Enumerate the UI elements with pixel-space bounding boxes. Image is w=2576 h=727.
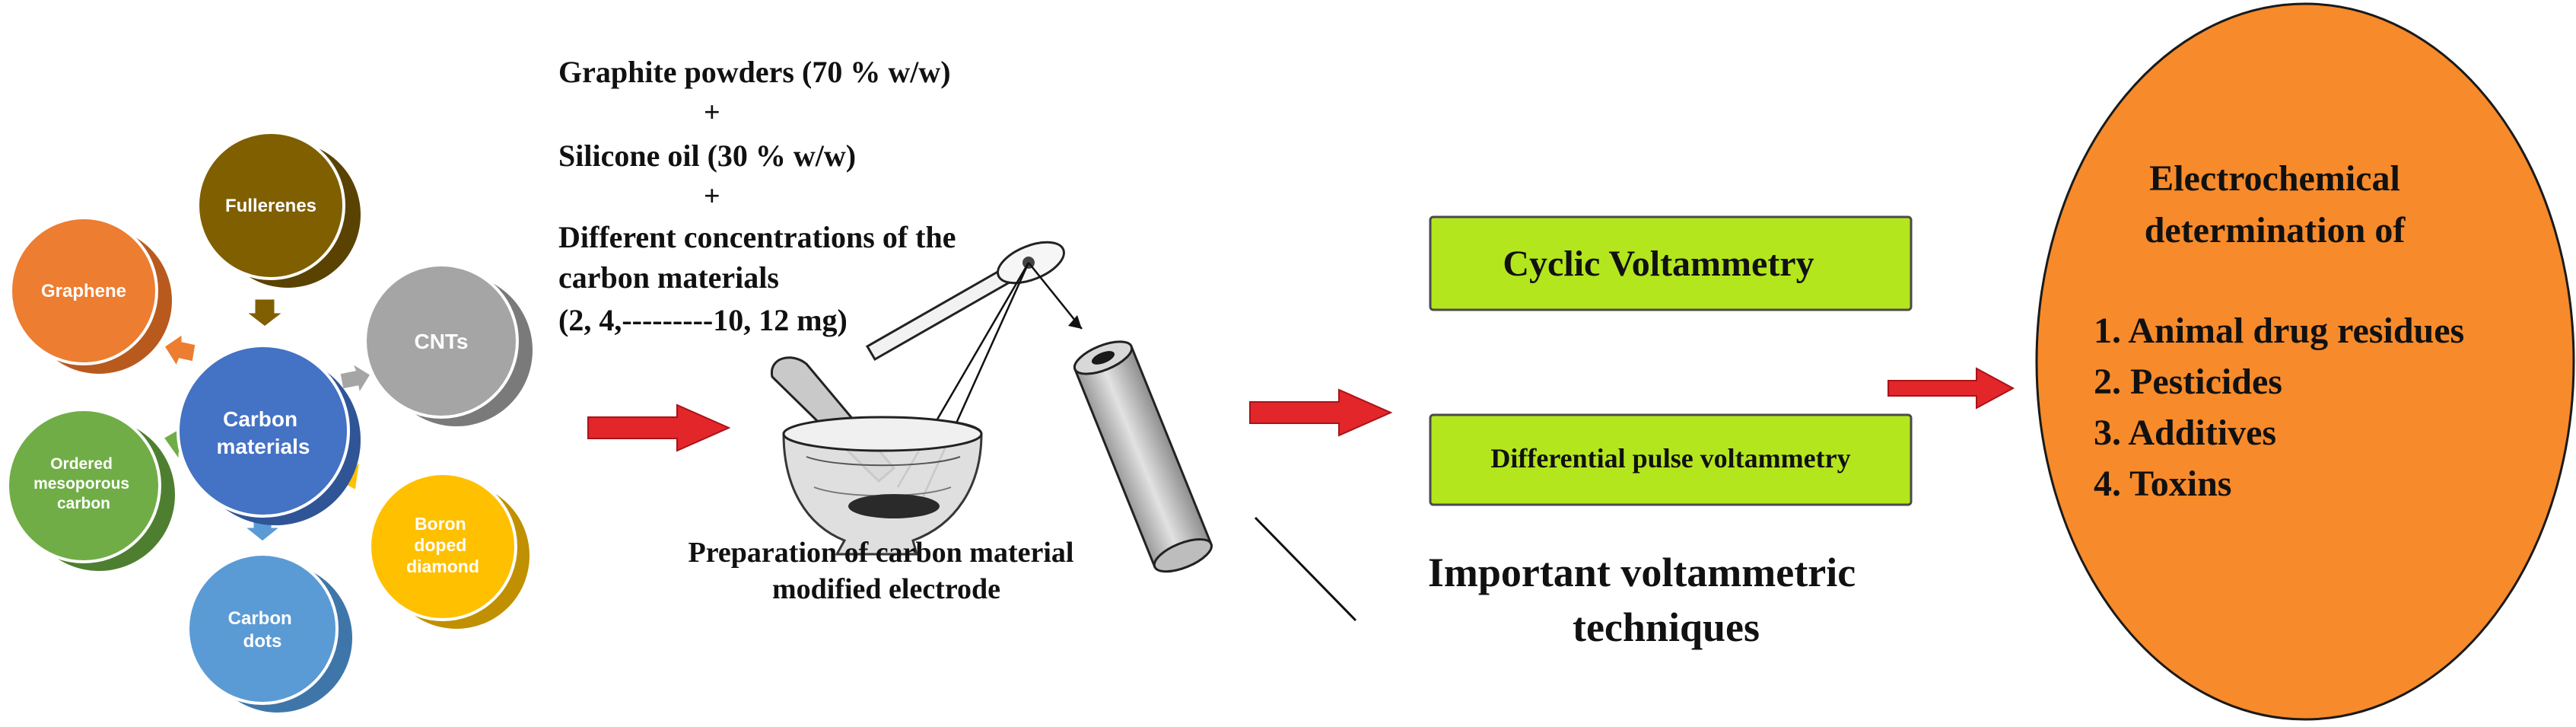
result-title-line-1: Electrochemical	[2149, 158, 2400, 199]
prep-caption-line-2: modified electrode	[772, 573, 1000, 605]
result-title-line-2: determination of	[2145, 210, 2406, 250]
prep-plus-2: +	[704, 180, 720, 212]
techniques-caption-line-1: Important voltammetric	[1428, 550, 1856, 595]
carbon-materials-center-label: Carbon materials	[217, 407, 310, 458]
arrow-to-cnts	[338, 359, 374, 398]
techniques-caption-line-2: techniques	[1573, 604, 1760, 650]
cnts-label: CNTs	[414, 330, 468, 353]
technique-dpv-label: Differential pulse voltammetry	[1490, 443, 1850, 474]
carbon-dots-label: Carbon dots	[228, 608, 297, 652]
arrow-techniques-to-result	[1887, 367, 2015, 410]
carbon-dots-disc: Carbon dots	[186, 553, 352, 713]
fullerenes-label: Fullerenes	[225, 196, 316, 216]
arrow-to-fullerenes	[241, 297, 288, 329]
carbon-materials-center: Carbon materials	[177, 344, 361, 525]
technique-dpv-box: Differential pulse voltammetry	[1429, 413, 1913, 506]
fullerenes-disc: Fullerenes	[196, 131, 361, 288]
result-ellipse: Electrochemical determination of 1. Anim…	[2035, 2, 2575, 721]
ordered-mesoporous-disc: Ordered mesoporous carbon	[6, 408, 175, 571]
arrow-to-graphene	[161, 331, 198, 370]
prep-recipe: Graphite powders (70 % w/w) + Silicone o…	[558, 55, 956, 337]
prep-line-graphite: Graphite powders (70 % w/w)	[558, 55, 951, 89]
mortar-pestle-illustration	[771, 241, 1357, 622]
prep-line-carbon-materials: carbon materials	[558, 260, 779, 295]
electrode-icon	[1073, 340, 1213, 573]
technique-cv-box: Cyclic Voltammetry	[1429, 215, 1913, 311]
technique-cv-label: Cyclic Voltammetry	[1503, 244, 1814, 284]
result-item-3: 3. Additives	[2094, 413, 2276, 453]
graphene-label: Graphene	[41, 281, 126, 301]
result-item-2: 2. Pesticides	[2094, 362, 2282, 402]
result-item-1: 1. Animal drug residues	[2094, 311, 2464, 351]
prep-line-concentrations: Different concentrations of the	[558, 220, 956, 254]
arrow-carbon-to-prep	[587, 403, 731, 452]
result-item-4: 4. Toxins	[2094, 464, 2231, 504]
prep-plus-1: +	[704, 97, 720, 129]
boron-doped-disc: Boron doped diamond	[368, 472, 530, 629]
boron-doped-label: Boron doped diamond	[406, 514, 479, 576]
cnts-disc: CNTs	[364, 263, 533, 426]
prep-line-masses: (2, 4,---------10, 12 mg)	[558, 303, 848, 337]
prep-line-silicone: Silicone oil (30 % w/w)	[558, 139, 856, 173]
spatula-icon	[865, 268, 1010, 362]
prep-caption-line-1: Preparation of carbon material	[689, 537, 1074, 569]
electrode-wire	[1254, 516, 1357, 622]
arrow-prep-to-techniques	[1249, 388, 1393, 437]
graphene-disc: Graphene	[9, 216, 172, 374]
carbon-materials-cluster: Fullerenes Graphene CNTs Ordered mesopor…	[6, 131, 533, 713]
ordered-mesoporous-label: Ordered mesoporous carbon	[33, 455, 134, 512]
